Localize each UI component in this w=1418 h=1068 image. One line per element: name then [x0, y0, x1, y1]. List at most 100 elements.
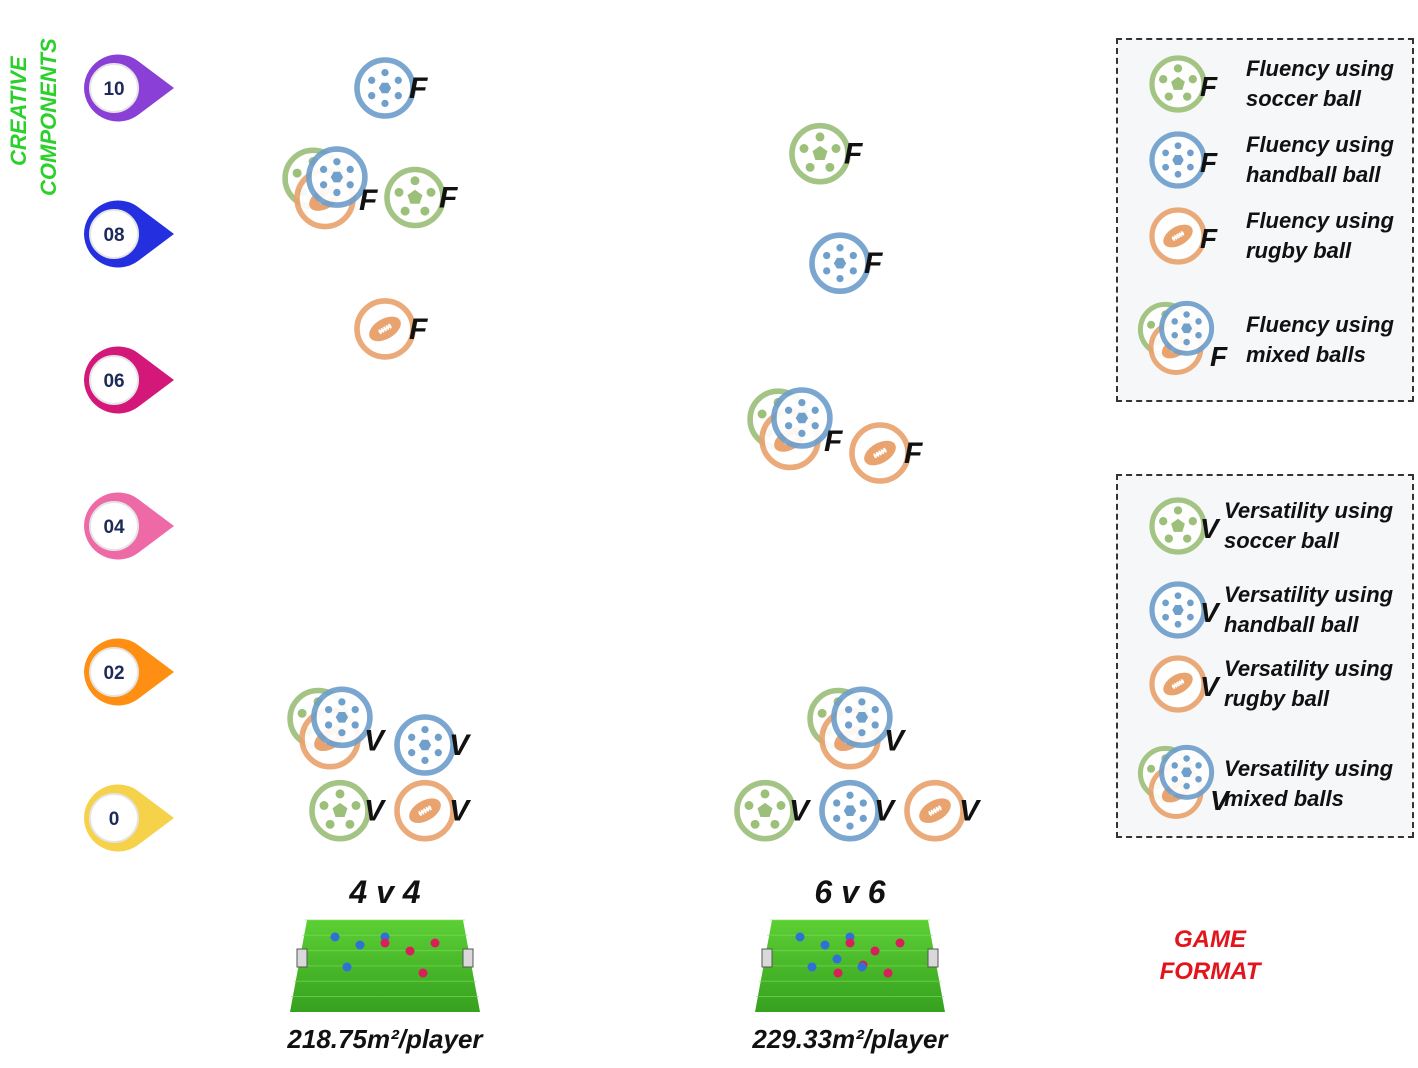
player-red [380, 938, 390, 948]
marker-v-handball-6v6: V [819, 779, 897, 842]
ball-patch [1187, 149, 1194, 157]
player-blue [355, 940, 365, 950]
ball-lace [387, 323, 392, 329]
ball-patch [408, 733, 416, 741]
ball-patch [407, 189, 423, 204]
ball-patch [368, 76, 376, 84]
marker-letter: F [904, 437, 923, 470]
handball-ball-icon [394, 714, 456, 776]
ball-patch [1195, 318, 1202, 325]
category-label: 4 v 4 [348, 874, 420, 910]
handball-ball-icon [1149, 581, 1207, 639]
soccer-legend-icon: F [1149, 55, 1218, 113]
ball-patch [1162, 599, 1169, 607]
ball-patch [846, 822, 854, 830]
ball-patch [338, 698, 346, 706]
legend-line-2: handball ball [1224, 612, 1359, 637]
ball-patch [319, 181, 328, 189]
y-tick-10: 10 [84, 54, 174, 122]
marker-letter: V [364, 795, 387, 828]
soccer-ball-icon [789, 122, 851, 185]
marker-letter: F [844, 138, 863, 171]
ball-patch [811, 422, 819, 430]
ball-lace [877, 450, 883, 456]
ball-patch [1188, 75, 1197, 84]
player-blue [795, 932, 805, 942]
ball-patch [434, 733, 442, 741]
marker-v-rugby-6v6: V [904, 779, 982, 842]
player-blue [342, 962, 352, 972]
goal-right [462, 948, 474, 968]
ball-patch [394, 76, 402, 84]
ball-patch [858, 698, 866, 706]
ball-patch [825, 162, 835, 172]
marker-v-soccer-6v6: V [734, 779, 812, 842]
marker-letter: V [959, 795, 982, 828]
ball-lace [380, 327, 385, 333]
handball-ball-icon [809, 232, 871, 295]
ball-patch [351, 801, 361, 810]
y-tick-label: 0 [109, 809, 120, 830]
ball-patch [1164, 92, 1173, 101]
rugby-ball-icon [1149, 655, 1207, 713]
ball-patch [332, 802, 348, 817]
handball-ball-icon [1159, 744, 1215, 800]
y-axis-title-line2: COMPONENTS [36, 38, 61, 196]
marker-v-soccer-4v4: V [309, 779, 387, 842]
ball-lace [1180, 678, 1185, 684]
ball-patch [1183, 782, 1190, 790]
player-red [405, 946, 415, 956]
ball-patch [421, 725, 429, 734]
marker-f-soccer-6v6: F [789, 122, 863, 185]
ball-patch [338, 729, 346, 737]
y-tick-04: 04 [84, 492, 174, 560]
marker-letter: V [449, 729, 472, 762]
ball-patch [434, 749, 442, 757]
player-blue [857, 962, 867, 972]
x-axis-title-line2: FORMAT [1159, 958, 1261, 985]
ball-patch [325, 819, 335, 829]
legend-line-1: Fluency using [1246, 312, 1394, 337]
ball-patch [394, 92, 402, 100]
mixed-balls-icon [1137, 300, 1215, 375]
ball-patch [319, 165, 328, 174]
ball-patch [836, 274, 844, 283]
ball-patch [410, 176, 420, 186]
ball-patch [1171, 762, 1178, 769]
legend-line-1: Versatility using [1224, 656, 1394, 681]
ball-patch [811, 406, 819, 414]
legend-line-1: Fluency using [1246, 56, 1394, 81]
ball-patch [1181, 323, 1193, 334]
ball-patch [1162, 163, 1169, 171]
ball-patch [394, 187, 404, 197]
ball-oval-group [919, 798, 951, 824]
rugby-ball-icon [849, 422, 911, 484]
ball-patch [798, 429, 806, 438]
legend-letter: V [1200, 597, 1221, 628]
soccer-ball-icon [309, 779, 371, 842]
ball-patch [324, 705, 333, 714]
ball-lace [425, 806, 430, 812]
legend-line-1: Fluency using [1246, 132, 1394, 157]
ball-patch [1171, 518, 1185, 532]
ball-patch [823, 251, 831, 260]
legend-line-2: rugby ball [1224, 686, 1330, 711]
ball-patch [1159, 75, 1168, 84]
soccer-ball-icon [1149, 497, 1207, 555]
ball-patch [378, 82, 392, 94]
ball-lace [1176, 681, 1180, 687]
ball-patch [1183, 311, 1190, 318]
legend-item-text: Versatility using rugby ball [1224, 654, 1393, 714]
ball-patch [757, 409, 767, 419]
marker-f-handball-6v6: F [809, 232, 883, 295]
legend-line-1: Versatility using [1224, 498, 1394, 523]
player-blue [330, 932, 340, 942]
ball-patch [1162, 613, 1169, 621]
ball-lace [873, 453, 878, 459]
marker-letter: F [864, 247, 883, 280]
